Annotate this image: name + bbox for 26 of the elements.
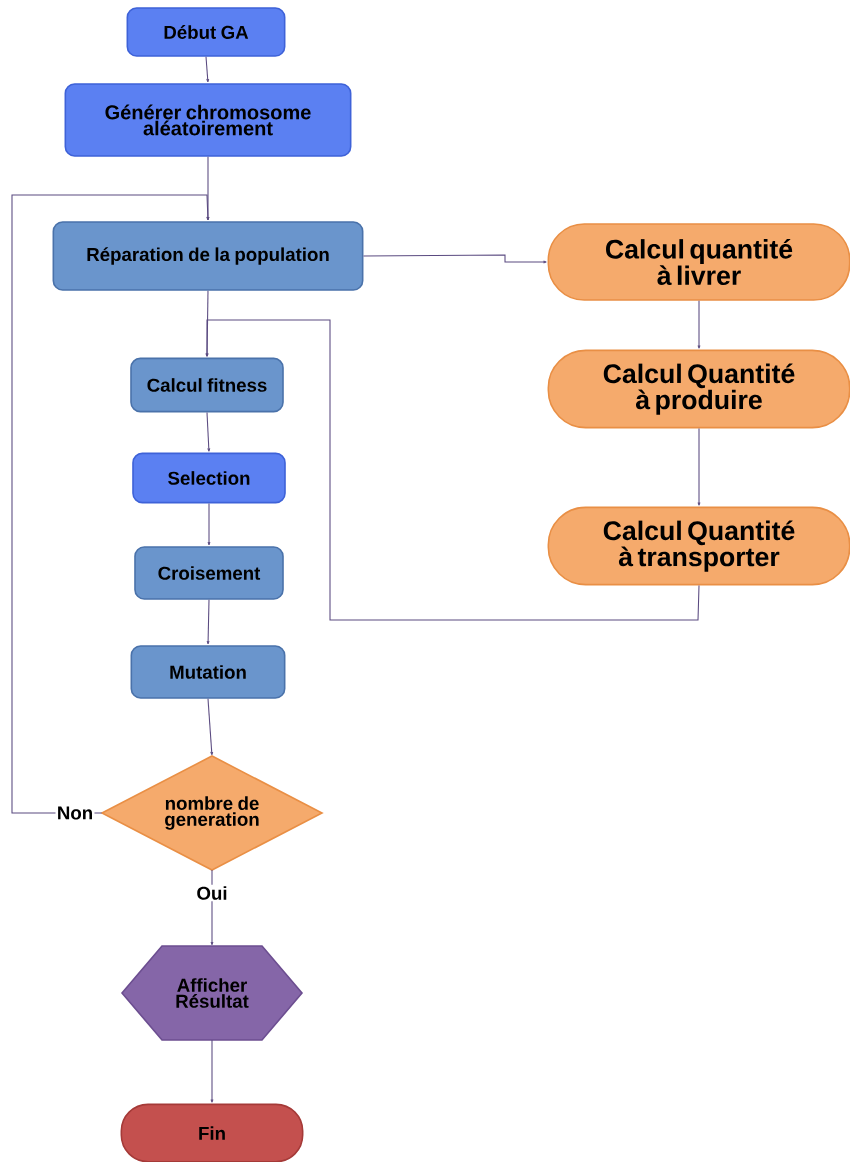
arrow [362, 254, 547, 264]
end-pill: Fin [120, 1103, 304, 1162]
process-box: Calcul fitness [130, 357, 284, 413]
arrow [206, 411, 211, 452]
process-box: Réparation de la population [52, 221, 364, 291]
process-box: Générer chromosome aléatoirement [64, 83, 352, 157]
arrow [206, 599, 210, 645]
process-pill: Calcul quantité à livrer [547, 223, 850, 301]
arrow [205, 56, 210, 83]
process-pill: Calcul Quantité à produire [547, 349, 850, 429]
arrow [210, 1039, 214, 1103]
process-box: Croisement [134, 546, 284, 600]
arrow [207, 698, 214, 756]
arrow [205, 319, 700, 621]
arrow [207, 502, 211, 546]
edge-label: Oui [195, 884, 229, 902]
arrow [205, 290, 209, 357]
process-box: Selection [132, 452, 286, 504]
process-box: Mutation [130, 645, 286, 699]
edge-label: Non [55, 805, 95, 821]
start-box: Début GA [126, 7, 286, 57]
arrow [206, 156, 210, 221]
arrow [697, 427, 701, 506]
process-pill: Calcul Quantité à transporter [547, 506, 850, 586]
arrow [697, 300, 701, 349]
arrow [11, 194, 210, 814]
